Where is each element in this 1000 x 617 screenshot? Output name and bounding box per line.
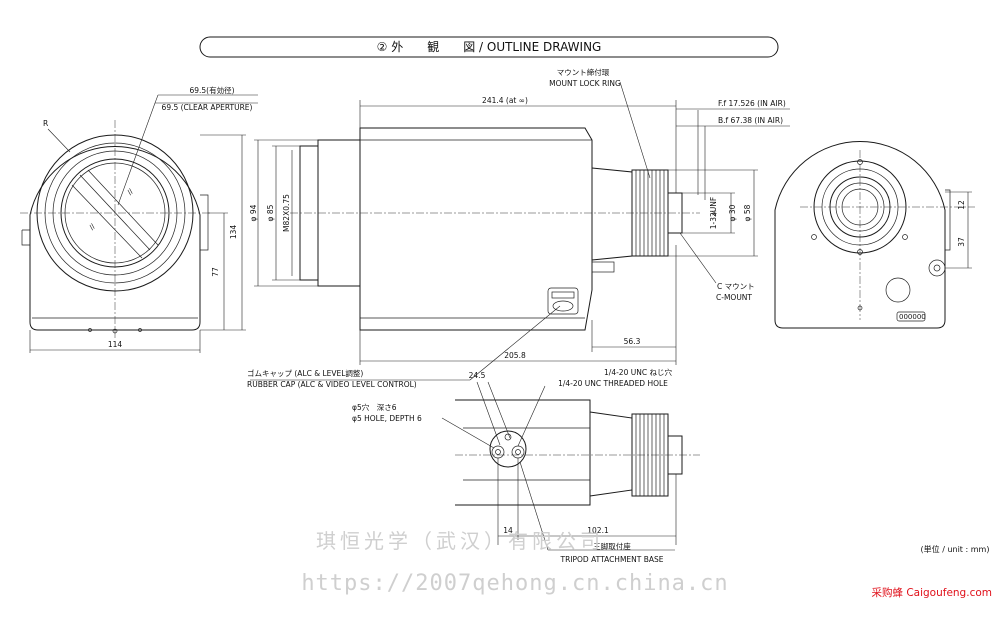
length-56: 56.3: [624, 337, 641, 346]
rubber-cap-jp: ゴムキャップ (ALC & LEVEL調整): [247, 368, 363, 378]
bottom-dim-14: 14: [503, 526, 513, 535]
length-205: 205.8: [504, 351, 526, 360]
clear-aperture-jp: 69.5(有効径): [189, 85, 234, 95]
watermark-company: 琪恒光学（武汉）有限公司: [316, 529, 604, 553]
thread-hole-jp: 1/4-20 UNC ねじ穴: [604, 367, 672, 377]
radius-label: R: [43, 119, 48, 128]
height-center: 77: [211, 267, 220, 277]
svg-text://: //: [126, 187, 135, 196]
unit-note: (単位 / unit : mm): [921, 544, 990, 554]
rear-dim-12: 12: [957, 200, 966, 210]
rear-dim-37: 37: [957, 237, 966, 247]
tripod-base-jp: 三脚取付座: [593, 541, 631, 551]
side-view: 241.4 (at ∞) マウント締付環 MOUNT LOCK RING F.f…: [247, 67, 790, 389]
svg-text:000000: 000000: [899, 313, 926, 321]
brand-label: 采购蜂 Caigoufeng.com: [871, 586, 992, 599]
title-banner: ② 外 観 図 / OUTLINE DRAWING: [199, 36, 779, 58]
clear-aperture-en: 69.5 (CLEAR APERTURE): [162, 103, 253, 112]
rubber-cap-en: RUBBER CAP (ALC & VIDEO LEVEL CONTROL): [247, 380, 417, 389]
overall-length: 241.4 (at ∞): [482, 96, 528, 105]
diameter-94: φ 94: [249, 204, 258, 221]
tripod-base-en: TRIPOD ATTACHMENT BASE: [559, 555, 663, 564]
svg-text:✳: ✳: [711, 209, 717, 218]
front-view: // // R 69.5(有効径) 69.5 (CLEAR APERTURE) …: [20, 85, 258, 353]
mount-lock-ring-jp: マウント締付環: [557, 67, 610, 77]
bottom-dim-102: 102.1: [587, 526, 609, 535]
svg-text://: //: [88, 222, 97, 231]
rear-view: 000000 12 37: [774, 141, 975, 329]
width-label: 114: [108, 340, 123, 349]
bottom-dim-24: 24.5: [469, 371, 486, 380]
drawing-title: ② 外 観 図 / OUTLINE DRAWING: [377, 40, 602, 54]
diameter-30: φ 30: [728, 204, 737, 221]
height-total: 134: [229, 225, 238, 240]
back-focal: B.f 67.38 (IN AIR): [718, 116, 783, 125]
thread-hole-en: 1/4-20 UNC THREADED HOLE: [558, 379, 668, 388]
c-mount-jp: C マウント: [717, 282, 755, 291]
mount-lock-ring-en: MOUNT LOCK RING: [549, 79, 621, 88]
hole-jp: φ5穴 深さ6: [352, 402, 397, 412]
hole-en: φ5 HOLE, DEPTH 6: [352, 414, 422, 423]
diameter-58: φ 58: [743, 204, 752, 221]
c-mount-en: C-MOUNT: [716, 293, 752, 302]
bottom-view: 24.5 1/4-20 UNC ねじ穴 1/4-20 UNC THREADED …: [352, 367, 700, 564]
flange-focal: F.f 17.526 (IN AIR): [718, 99, 786, 108]
filter-thread: M82X0.75: [282, 194, 291, 232]
diameter-85: φ 85: [266, 204, 275, 221]
unf-thread: 1-32UNF: [709, 197, 718, 229]
watermark-url: https://2007qehong.cn.china.cn: [301, 571, 728, 596]
